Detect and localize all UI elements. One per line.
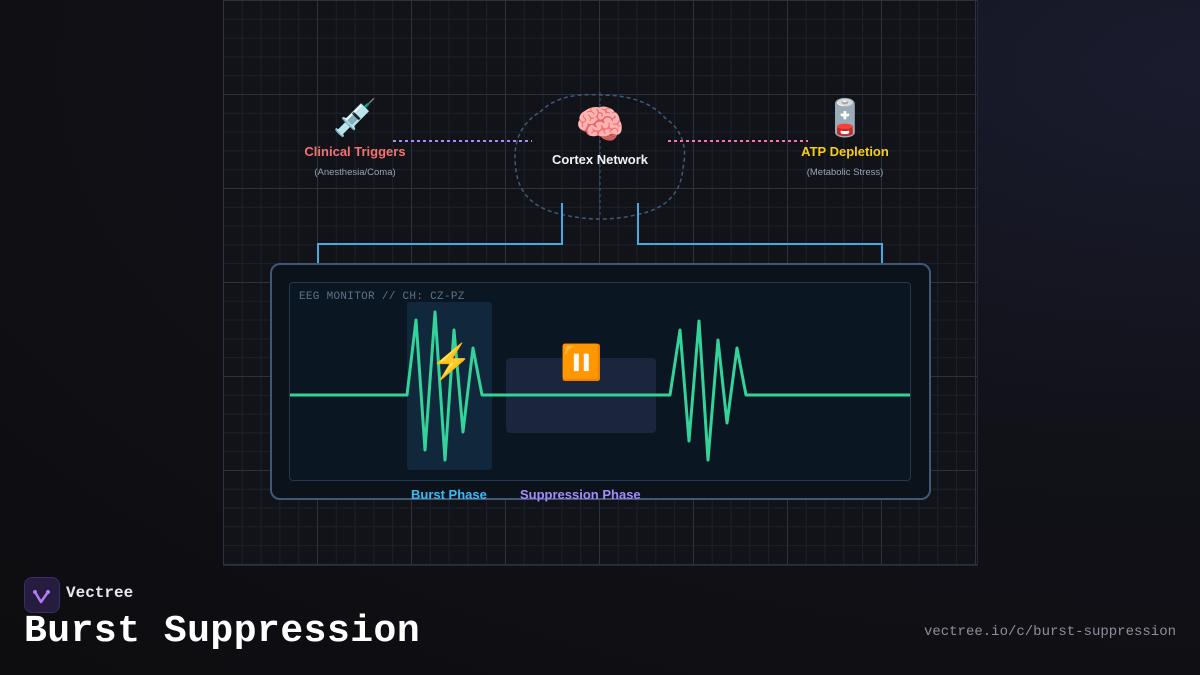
atp-depletion-sub: (Metabolic Stress) xyxy=(806,167,884,178)
low-battery-icon: 🪫 xyxy=(822,97,868,138)
brand-name: Vectree xyxy=(66,584,134,602)
cortex-network-label: Cortex Network xyxy=(551,152,649,167)
node-atp-depletion: 🪫 ATP Depletion (Metabolic Stress) xyxy=(785,97,905,179)
eeg-trace xyxy=(290,310,910,462)
suppression-phase-label: Suppression Phase xyxy=(520,487,641,502)
bus-left xyxy=(317,203,563,265)
node-clinical-triggers: 💉 Clinical Triggers (Anesthesia/Coma) xyxy=(295,97,415,179)
page-url[interactable]: vectree.io/c/burst-suppression xyxy=(923,624,1176,640)
brain-icon: 🧠 xyxy=(575,103,625,147)
node-cortex-network: 🧠 Cortex Network xyxy=(540,104,660,167)
syringe-icon: 💉 xyxy=(332,97,378,138)
lightning-icon: ⚡ xyxy=(430,343,473,381)
monitor-caption: EEG MONITOR // CH: CZ-PZ xyxy=(299,291,465,303)
pause-icon: ⏸️ xyxy=(560,344,603,382)
burst-phase-label: Burst Phase xyxy=(411,487,487,502)
eeg-screen xyxy=(289,282,911,481)
cortex-boundary xyxy=(514,93,686,220)
vectree-logo-icon xyxy=(24,577,60,613)
clinical-triggers-sub: (Anesthesia/Coma) xyxy=(314,167,396,178)
page-title: Burst Suppression xyxy=(24,610,421,653)
clinical-triggers-label: Clinical Triggers xyxy=(304,144,406,159)
atp-depletion-label: ATP Depletion xyxy=(801,144,889,159)
bus-right xyxy=(637,203,883,265)
